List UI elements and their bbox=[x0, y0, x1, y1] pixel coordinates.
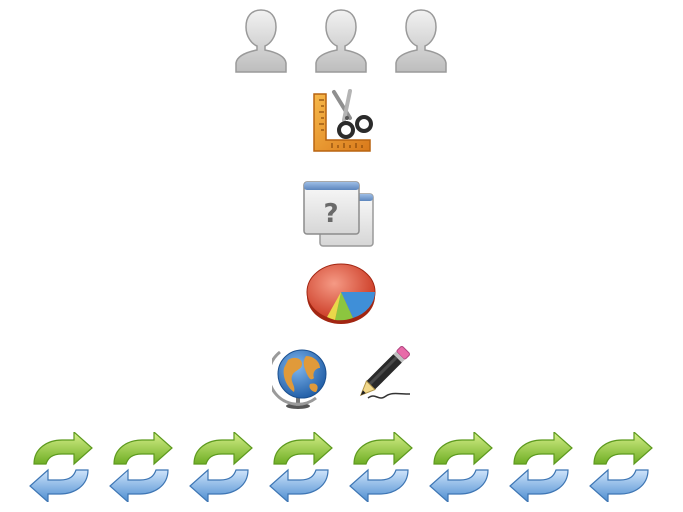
refresh-icon bbox=[268, 432, 334, 502]
user-icon bbox=[313, 8, 369, 74]
refresh-icon bbox=[108, 432, 174, 502]
refresh-icon bbox=[428, 432, 494, 502]
pencil-icon bbox=[348, 340, 414, 410]
refresh-icon bbox=[508, 432, 574, 502]
refresh-icon bbox=[588, 432, 654, 502]
user-icon bbox=[393, 8, 449, 74]
ruler-scissors-icon bbox=[310, 88, 376, 154]
window-help-icon: ? bbox=[302, 180, 376, 250]
refresh-icon bbox=[28, 432, 94, 502]
svg-text:?: ? bbox=[323, 199, 338, 229]
globe-icon bbox=[272, 342, 330, 410]
pie-chart-icon bbox=[305, 262, 377, 326]
user-icon bbox=[233, 8, 289, 74]
refresh-icon bbox=[188, 432, 254, 502]
refresh-icon bbox=[348, 432, 414, 502]
